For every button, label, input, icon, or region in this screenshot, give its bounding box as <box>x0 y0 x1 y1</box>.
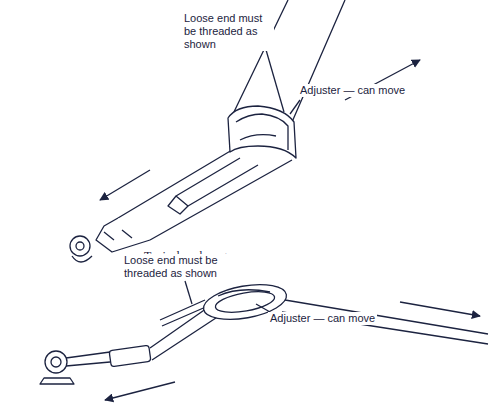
anchor-base <box>40 378 74 384</box>
anchor-eye <box>51 357 61 367</box>
part-label: Adjuster — can move <box>268 312 377 325</box>
belt-strap <box>118 150 292 240</box>
direction-arrow <box>105 382 175 400</box>
loose-end <box>160 300 208 326</box>
loose-end <box>168 196 188 214</box>
note-label: Loose end must be threaded as shown <box>122 254 244 280</box>
anchor-plate <box>96 218 150 252</box>
direction-arrow <box>100 170 150 200</box>
adjuster-buckle <box>240 135 276 140</box>
note-label: Loose end must be threaded as shown <box>182 12 274 51</box>
loose-end <box>176 158 258 206</box>
adjuster-loop <box>214 288 276 316</box>
adjuster-buckle <box>236 114 288 150</box>
anchor-hook <box>72 256 92 262</box>
leader-line <box>256 304 270 312</box>
adjuster-loop <box>218 290 270 296</box>
adjuster-buckle <box>228 106 296 158</box>
anchor-stem <box>66 352 110 366</box>
anchor-plate <box>104 230 132 240</box>
leader-line <box>290 100 300 114</box>
part-label: Adjuster — can move <box>298 84 407 97</box>
direction-arrow <box>400 302 480 316</box>
anchor-sleeve <box>109 345 151 366</box>
leader-line <box>185 281 192 304</box>
anchor-eye <box>45 351 67 373</box>
anchor-hook <box>76 242 84 250</box>
anchor-hook <box>70 236 90 256</box>
